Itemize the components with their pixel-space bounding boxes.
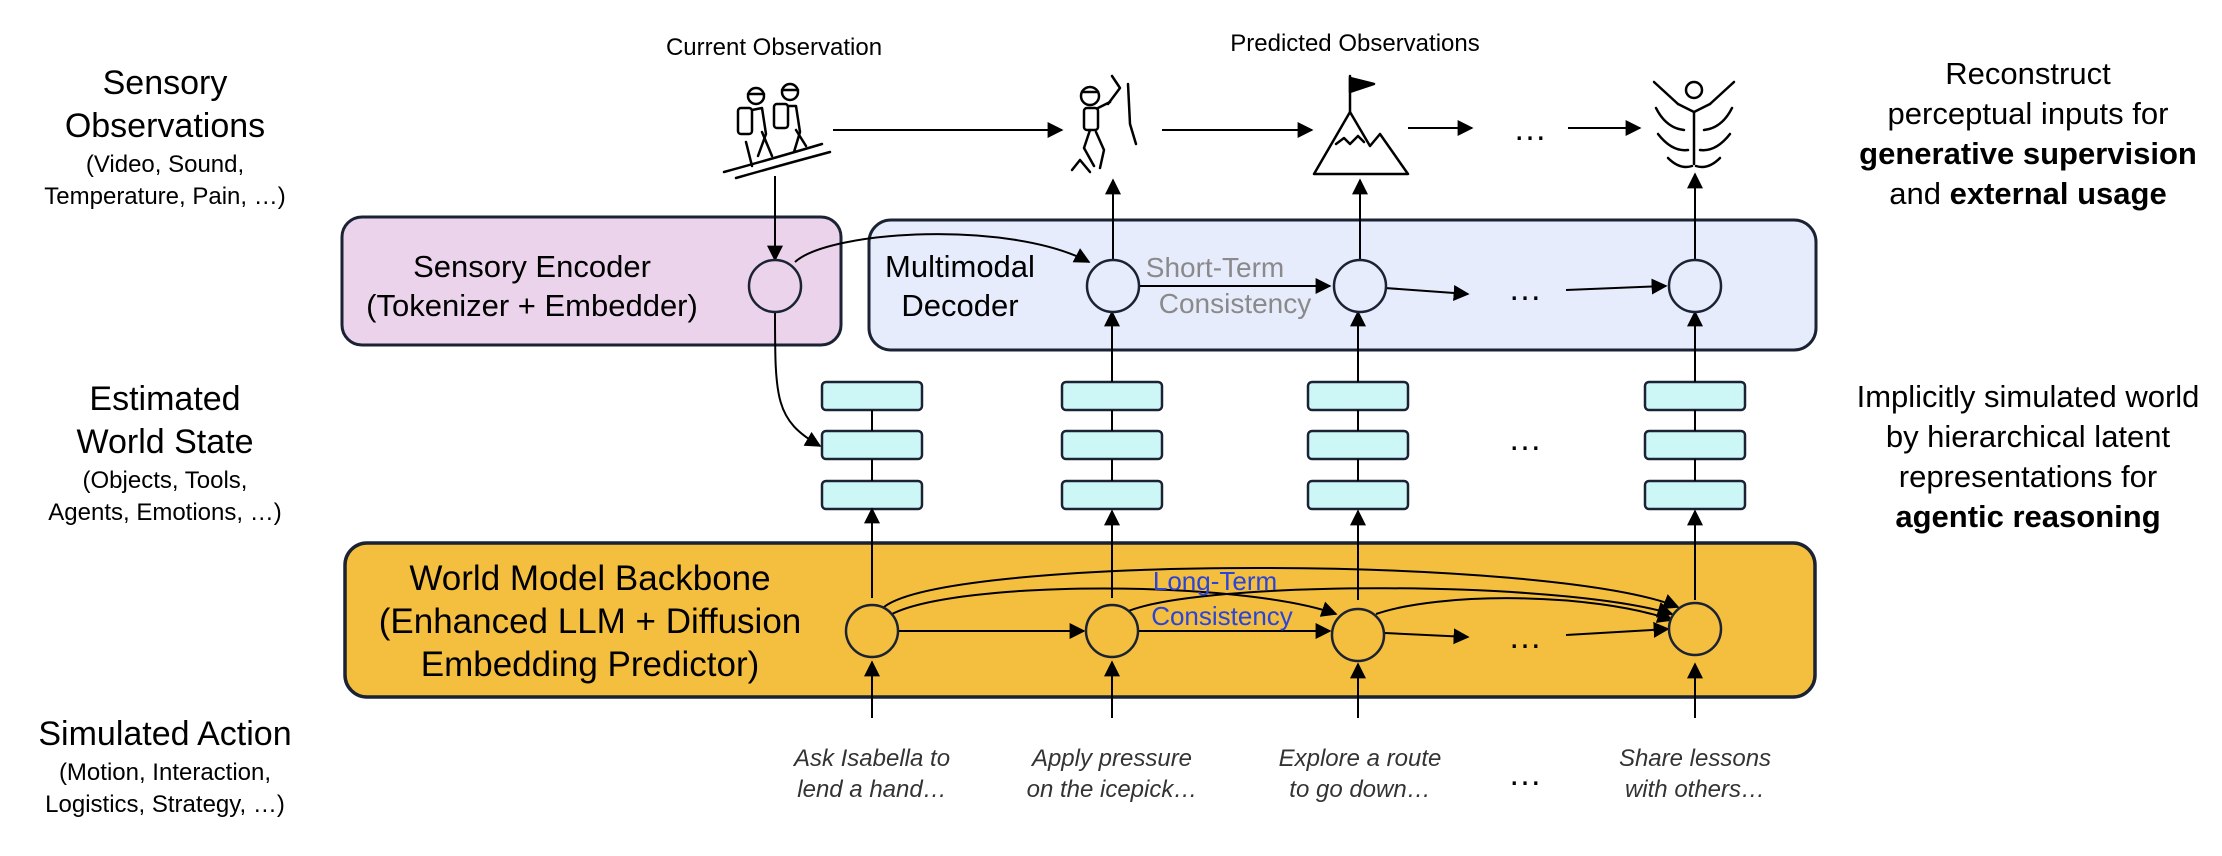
world-title-1: Estimated [89, 380, 240, 418]
right-labels: Reconstruct perceptual inputs for genera… [1857, 56, 2200, 534]
encoder-line-2: (Tokenizer + Embedder) [366, 288, 698, 323]
recon-line-2: perceptual inputs for [1888, 96, 2169, 131]
encoder-to-token-curve [774, 309, 822, 447]
mountain-flag-icon [1312, 74, 1410, 176]
decoder-node-2 [1332, 258, 1388, 314]
celebrate-person-icon [1652, 80, 1736, 169]
bb-arrow-3 [1384, 628, 1470, 645]
token-2-3 [1060, 479, 1164, 511]
recon-line-4-pre: and [1889, 176, 1949, 211]
token-1-2 [820, 429, 924, 461]
impl-line-2: by hierarchical latent [1886, 419, 2171, 454]
backbone-line-3: Embedding Predictor) [421, 645, 760, 684]
token-4-2 [1643, 429, 1747, 461]
action-4-line-2: with others… [1625, 776, 1765, 803]
short-term-label-2: Consistency [1159, 288, 1312, 319]
ellipsis-obs: … [1513, 110, 1547, 148]
world-sub-2: Agents, Emotions, …) [48, 499, 281, 526]
ellipsis-backbone: … [1508, 618, 1542, 656]
ellipsis-tokens: … [1508, 420, 1542, 458]
action-2-line-2: on the icepick… [1027, 776, 1198, 803]
decoder-node-3 [1667, 258, 1723, 314]
backbone-node-1 [844, 603, 900, 659]
backbone-node-4 [1667, 601, 1723, 657]
impl-line-1: Implicitly simulated world [1857, 379, 2200, 414]
hikers-icon [722, 82, 832, 180]
backbone-node-3 [1330, 607, 1386, 663]
recon-line-1: Reconstruct [1945, 56, 2111, 91]
long-term-arc-4 [1375, 597, 1674, 623]
token-4-1 [1643, 380, 1747, 412]
action-4-line-1: Share lessons [1619, 745, 1771, 772]
nodes [747, 258, 1723, 663]
long-term-arc-1 [883, 567, 1680, 610]
encoder-node [747, 258, 803, 314]
token-3-3 [1306, 479, 1410, 511]
encoder-line-1: Sensory Encoder [413, 249, 651, 284]
token-1-1 [820, 380, 924, 412]
sensory-title-1: Sensory [103, 64, 228, 102]
sensory-sub-1: (Video, Sound, [86, 151, 244, 178]
long-term-arc-2 [891, 587, 1338, 617]
action-2-line-1: Apply pressure [1030, 745, 1192, 772]
token-1-3 [820, 479, 924, 511]
long-term-arc-3 [1125, 587, 1674, 618]
backbone-line-2: (Enhanced LLM + Diffusion [379, 602, 802, 641]
action-1-line-2: lend a hand… [797, 776, 946, 803]
long-term-label-2: Consistency [1151, 601, 1293, 631]
action-3-line-1: Explore a route [1279, 745, 1442, 772]
short-term-label-1: Short-Term [1146, 252, 1284, 283]
token-3-2 [1306, 429, 1410, 461]
decoder-line-1: Multimodal [885, 249, 1035, 284]
token-4-3 [1643, 479, 1747, 511]
token-2-1 [1060, 380, 1164, 412]
impl-line-3: representations for [1899, 459, 2157, 494]
left-labels: Sensory Observations (Video, Sound, Temp… [38, 64, 291, 818]
decoder-node-1 [1085, 258, 1141, 314]
predicted-observations-label: Predicted Observations [1230, 30, 1479, 57]
action-3-line-2: to go down… [1289, 776, 1430, 803]
current-observation-label: Current Observation [666, 34, 882, 61]
decoder-arrow-3 [1565, 278, 1668, 295]
token-3-1 [1306, 380, 1410, 412]
ellipsis-actions: … [1508, 755, 1542, 793]
action-title: Simulated Action [38, 715, 291, 753]
world-model-backbone-box [343, 541, 1817, 699]
token-2-2 [1060, 429, 1164, 461]
token-stacks [820, 380, 1747, 511]
long-term-label-1: Long-Term [1153, 566, 1277, 596]
recon-line-4: and external usage [1889, 176, 2166, 211]
action-labels: Ask Isabella to lend a hand… Apply press… [792, 745, 1771, 803]
action-1-line-1: Ask Isabella to [792, 745, 950, 772]
backbone-line-1: World Model Backbone [409, 559, 770, 598]
connectors [767, 120, 1703, 718]
sensory-encoder-box [340, 215, 843, 347]
backbone-node-2 [1084, 603, 1140, 659]
world-title-2: World State [76, 423, 253, 461]
climber-icon [1070, 74, 1138, 174]
action-sub-2: Logistics, Strategy, …) [45, 791, 285, 818]
recon-line-3: generative supervision [1859, 136, 2197, 171]
world-sub-1: (Objects, Tools, [83, 467, 248, 494]
decoder-arrow-2 [1384, 284, 1470, 301]
recon-line-4-bold: external usage [1950, 176, 2167, 211]
impl-line-4: agentic reasoning [1895, 499, 2160, 534]
sensory-sub-2: Temperature, Pain, …) [44, 183, 285, 210]
ellipses: … … … … … [1508, 110, 1547, 793]
decoder-line-2: Decoder [901, 288, 1018, 323]
bb-arrow-4 [1565, 621, 1670, 638]
ellipsis-decoder: … [1508, 270, 1542, 308]
encoder-to-decoder-curve [794, 233, 1091, 263]
action-sub-1: (Motion, Interaction, [59, 759, 271, 786]
sensory-title-2: Observations [65, 107, 265, 145]
